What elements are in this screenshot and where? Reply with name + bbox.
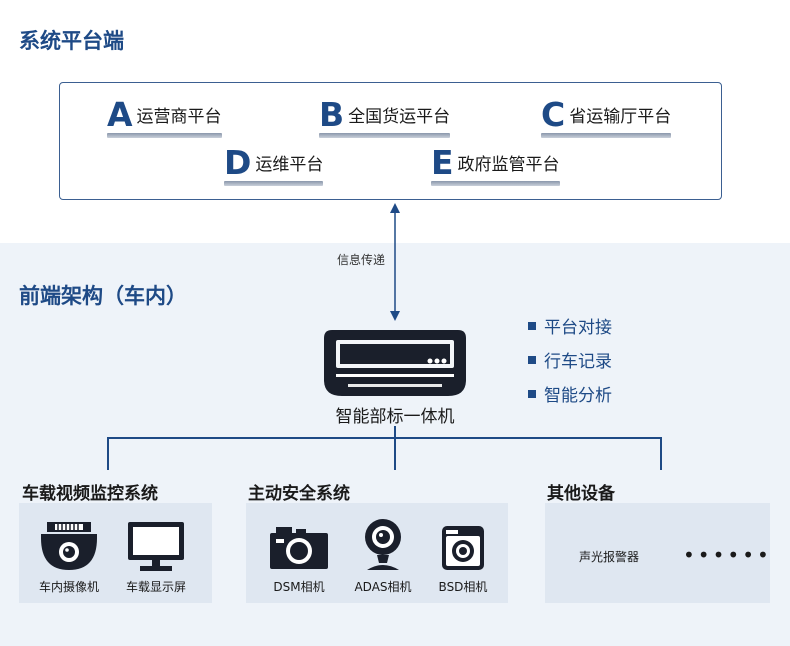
item-label-dsm-camera: DSM相机	[273, 580, 325, 594]
system-platform-heading: 系统平台端	[19, 29, 124, 53]
feature-item: 平台对接	[528, 317, 612, 351]
item-label-bsd-camera: BSD相机	[438, 580, 488, 594]
group-title-video: 车载视频监控系统	[22, 484, 158, 504]
bidirectional-arrow	[390, 203, 400, 321]
platform-name: 运维平台	[255, 155, 324, 175]
platform-underline	[319, 133, 451, 138]
platform-name: 全国货运平台	[348, 107, 451, 127]
platform-name: 运营商平台	[136, 107, 222, 127]
feature-label: 智能分析	[544, 386, 612, 406]
platform-letter: B	[319, 95, 345, 134]
platform-letter: C	[541, 95, 566, 134]
central-device-label: 智能部标一体机	[335, 407, 455, 427]
bullet-square-icon	[528, 390, 536, 398]
feature-label: 平台对接	[544, 318, 612, 338]
platform-letter: D	[224, 143, 252, 182]
platform-letter: E	[431, 143, 454, 182]
more-devices-ellipsis: ••••••	[683, 543, 772, 567]
group-title-other: 其他设备	[547, 484, 615, 504]
connection-label: 信息传递	[337, 253, 386, 267]
platform-name: 省运输厅平台	[569, 107, 672, 127]
platform-box	[59, 82, 722, 200]
frontend-heading: 前端架构（车内）	[19, 284, 187, 308]
bsd-camera-icon	[442, 526, 484, 570]
panel-other	[545, 503, 770, 603]
item-label-alarm: 声光报警器	[578, 550, 639, 564]
platform-underline	[541, 133, 672, 138]
bullet-square-icon	[528, 356, 536, 364]
platform-letter: A	[107, 95, 133, 134]
item-label-adas-camera: ADAS相机	[354, 580, 412, 594]
display-monitor-icon	[128, 522, 184, 571]
dsm-camera-icon	[270, 527, 328, 569]
item-label-vehicle-display: 车载显示屏	[125, 580, 186, 594]
feature-item: 智能分析	[528, 385, 612, 419]
bullet-square-icon	[528, 322, 536, 330]
feature-label: 行车记录	[544, 352, 612, 372]
feature-list: 平台对接 行车记录 智能分析	[528, 317, 612, 419]
dome-camera-icon	[41, 522, 97, 570]
feature-item: 行车记录	[528, 351, 612, 385]
group-title-safety: 主动安全系统	[248, 484, 350, 504]
integrated-device-icon	[324, 330, 466, 396]
platform-underline	[107, 133, 222, 138]
platform-underline	[224, 181, 324, 186]
adas-webcam-icon	[365, 519, 401, 570]
platform-underline	[431, 181, 560, 186]
platform-name: 政府监管平台	[457, 155, 560, 175]
item-label-cabin-camera: 车内摄像机	[38, 580, 99, 594]
